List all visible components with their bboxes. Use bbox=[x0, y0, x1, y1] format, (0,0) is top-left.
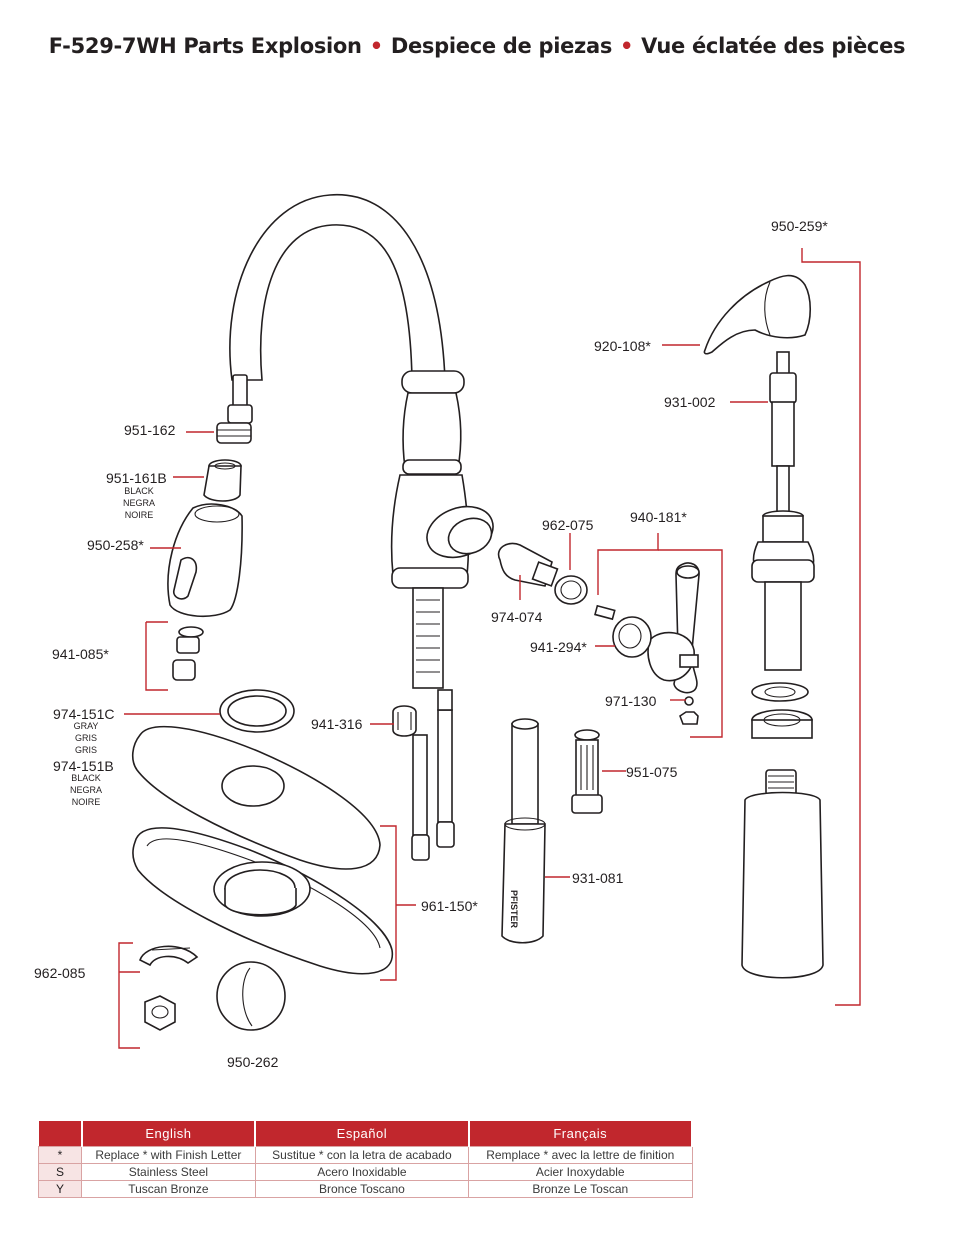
pump-tube-931-002 bbox=[769, 351, 797, 517]
legend-french: Bronze Le Toscan bbox=[468, 1180, 693, 1198]
legend-header-english: English bbox=[81, 1121, 257, 1147]
label-931-002: 931-002 bbox=[664, 394, 716, 410]
brand-mark: PFISTER bbox=[509, 890, 519, 929]
label-951-075: 951-075 bbox=[626, 764, 678, 780]
soap-bottle bbox=[741, 769, 824, 979]
ball-950-262 bbox=[216, 961, 286, 1031]
page-title: F-529-7WH Parts Explosion • Despiece de pi… bbox=[0, 34, 954, 58]
note-gray-fr: GRIS bbox=[75, 745, 97, 755]
legend-spanish: Acero Inoxidable bbox=[254, 1163, 470, 1181]
label-974-074: 974-074 bbox=[491, 609, 543, 625]
set-screw-941-294 bbox=[594, 604, 652, 658]
handle-940-181 bbox=[647, 562, 700, 694]
legend-row: Y Tuscan Bronze Bronce Toscano Bronze Le… bbox=[38, 1180, 693, 1198]
aerator-941-085 bbox=[172, 626, 204, 681]
label-941-316: 941-316 bbox=[311, 716, 363, 732]
title-spanish: Despiece de piezas bbox=[390, 34, 613, 58]
legend-row: S Stainless Steel Acero Inoxidable Acier… bbox=[38, 1163, 693, 1181]
part-labels: 950-259* 920-108* 931-002 951-162 951-16… bbox=[34, 218, 828, 1070]
title-english: F-529-7WH Parts Explosion bbox=[48, 34, 362, 58]
legend-spanish: Sustitue * con la letra de acabado bbox=[254, 1146, 470, 1164]
faucet-spout bbox=[229, 194, 446, 381]
legend-key: S bbox=[38, 1163, 82, 1181]
legend-spanish: Bronce Toscano bbox=[254, 1180, 470, 1198]
soap-pump-920-108 bbox=[703, 274, 812, 355]
nut-962-085 bbox=[144, 995, 176, 1031]
legend-english: Tuscan Bronze bbox=[81, 1180, 256, 1198]
legend-header-row: English Español Français bbox=[38, 1121, 694, 1147]
label-941-294: 941-294* bbox=[530, 639, 587, 655]
title-separator: • bbox=[620, 34, 634, 58]
label-962-075: 962-075 bbox=[542, 517, 594, 533]
part-951-162 bbox=[216, 422, 252, 444]
cartridge-974-074 bbox=[497, 542, 559, 587]
note-black-es-2: NEGRA bbox=[70, 785, 102, 795]
gasket-974-151c bbox=[219, 689, 295, 733]
washer-962-085 bbox=[139, 945, 199, 967]
label-962-085: 962-085 bbox=[34, 965, 86, 981]
hose-connector bbox=[227, 374, 253, 424]
note-gray-en: GRAY bbox=[74, 721, 99, 731]
label-961-150: 961-150* bbox=[421, 898, 478, 914]
label-974-151c: 974-151C bbox=[53, 706, 115, 722]
label-950-259: 950-259* bbox=[771, 218, 828, 234]
supply-hoses bbox=[411, 689, 455, 861]
escutcheon-961-150 bbox=[132, 827, 394, 975]
note-black-fr: NOIRE bbox=[125, 510, 154, 520]
legend-english: Stainless Steel bbox=[81, 1163, 256, 1181]
button-971-130 bbox=[679, 696, 699, 725]
finish-legend-table: English Español Français * Replace * wit… bbox=[38, 1121, 694, 1198]
legend-key: * bbox=[38, 1146, 82, 1164]
note-black-en-2: BLACK bbox=[71, 773, 101, 783]
legend-french: Acier Inoxydable bbox=[468, 1163, 693, 1181]
label-950-258: 950-258* bbox=[87, 537, 144, 553]
legend-french: Remplace * avec la lettre de finition bbox=[468, 1146, 693, 1164]
soap-collar bbox=[751, 510, 815, 671]
legend-row: * Replace * with Finish Letter Sustitue … bbox=[38, 1146, 693, 1164]
note-black-fr-2: NOIRE bbox=[72, 797, 101, 807]
legend-header-french: Français bbox=[468, 1121, 694, 1147]
label-950-262: 950-262 bbox=[227, 1054, 279, 1070]
label-941-085: 941-085* bbox=[52, 646, 109, 662]
label-920-108: 920-108* bbox=[594, 338, 651, 354]
part-951-161b bbox=[203, 459, 242, 502]
label-940-181: 940-181* bbox=[630, 509, 687, 525]
legend-english: Replace * with Finish Letter bbox=[81, 1146, 256, 1164]
faucet-body bbox=[390, 370, 494, 689]
label-931-081: 931-081 bbox=[572, 870, 624, 886]
bonnet-962-075 bbox=[554, 575, 588, 605]
label-974-151b: 974-151B bbox=[53, 758, 114, 774]
label-951-162: 951-162 bbox=[124, 422, 176, 438]
note-gray-es: GRIS bbox=[75, 733, 97, 743]
clip-941-316 bbox=[392, 705, 417, 737]
wand-931-081: PFISTER bbox=[501, 718, 546, 944]
title-french: Vue éclatée des pièces bbox=[641, 34, 906, 58]
label-971-130: 971-130 bbox=[605, 693, 657, 709]
legend-key-header bbox=[38, 1121, 83, 1147]
leader-lines bbox=[118, 248, 861, 1049]
title-separator: • bbox=[369, 34, 383, 58]
note-black-en: BLACK bbox=[124, 486, 154, 496]
deck-plate-974-151b bbox=[131, 725, 381, 870]
legend-header-spanish: Español bbox=[255, 1121, 470, 1147]
note-black-es: NEGRA bbox=[123, 498, 155, 508]
legend-key: Y bbox=[38, 1180, 82, 1198]
soap-nut bbox=[751, 682, 813, 739]
filter-951-075 bbox=[571, 729, 603, 814]
label-951-161b: 951-161B bbox=[106, 470, 167, 486]
sprayhead-950-258 bbox=[167, 503, 243, 618]
